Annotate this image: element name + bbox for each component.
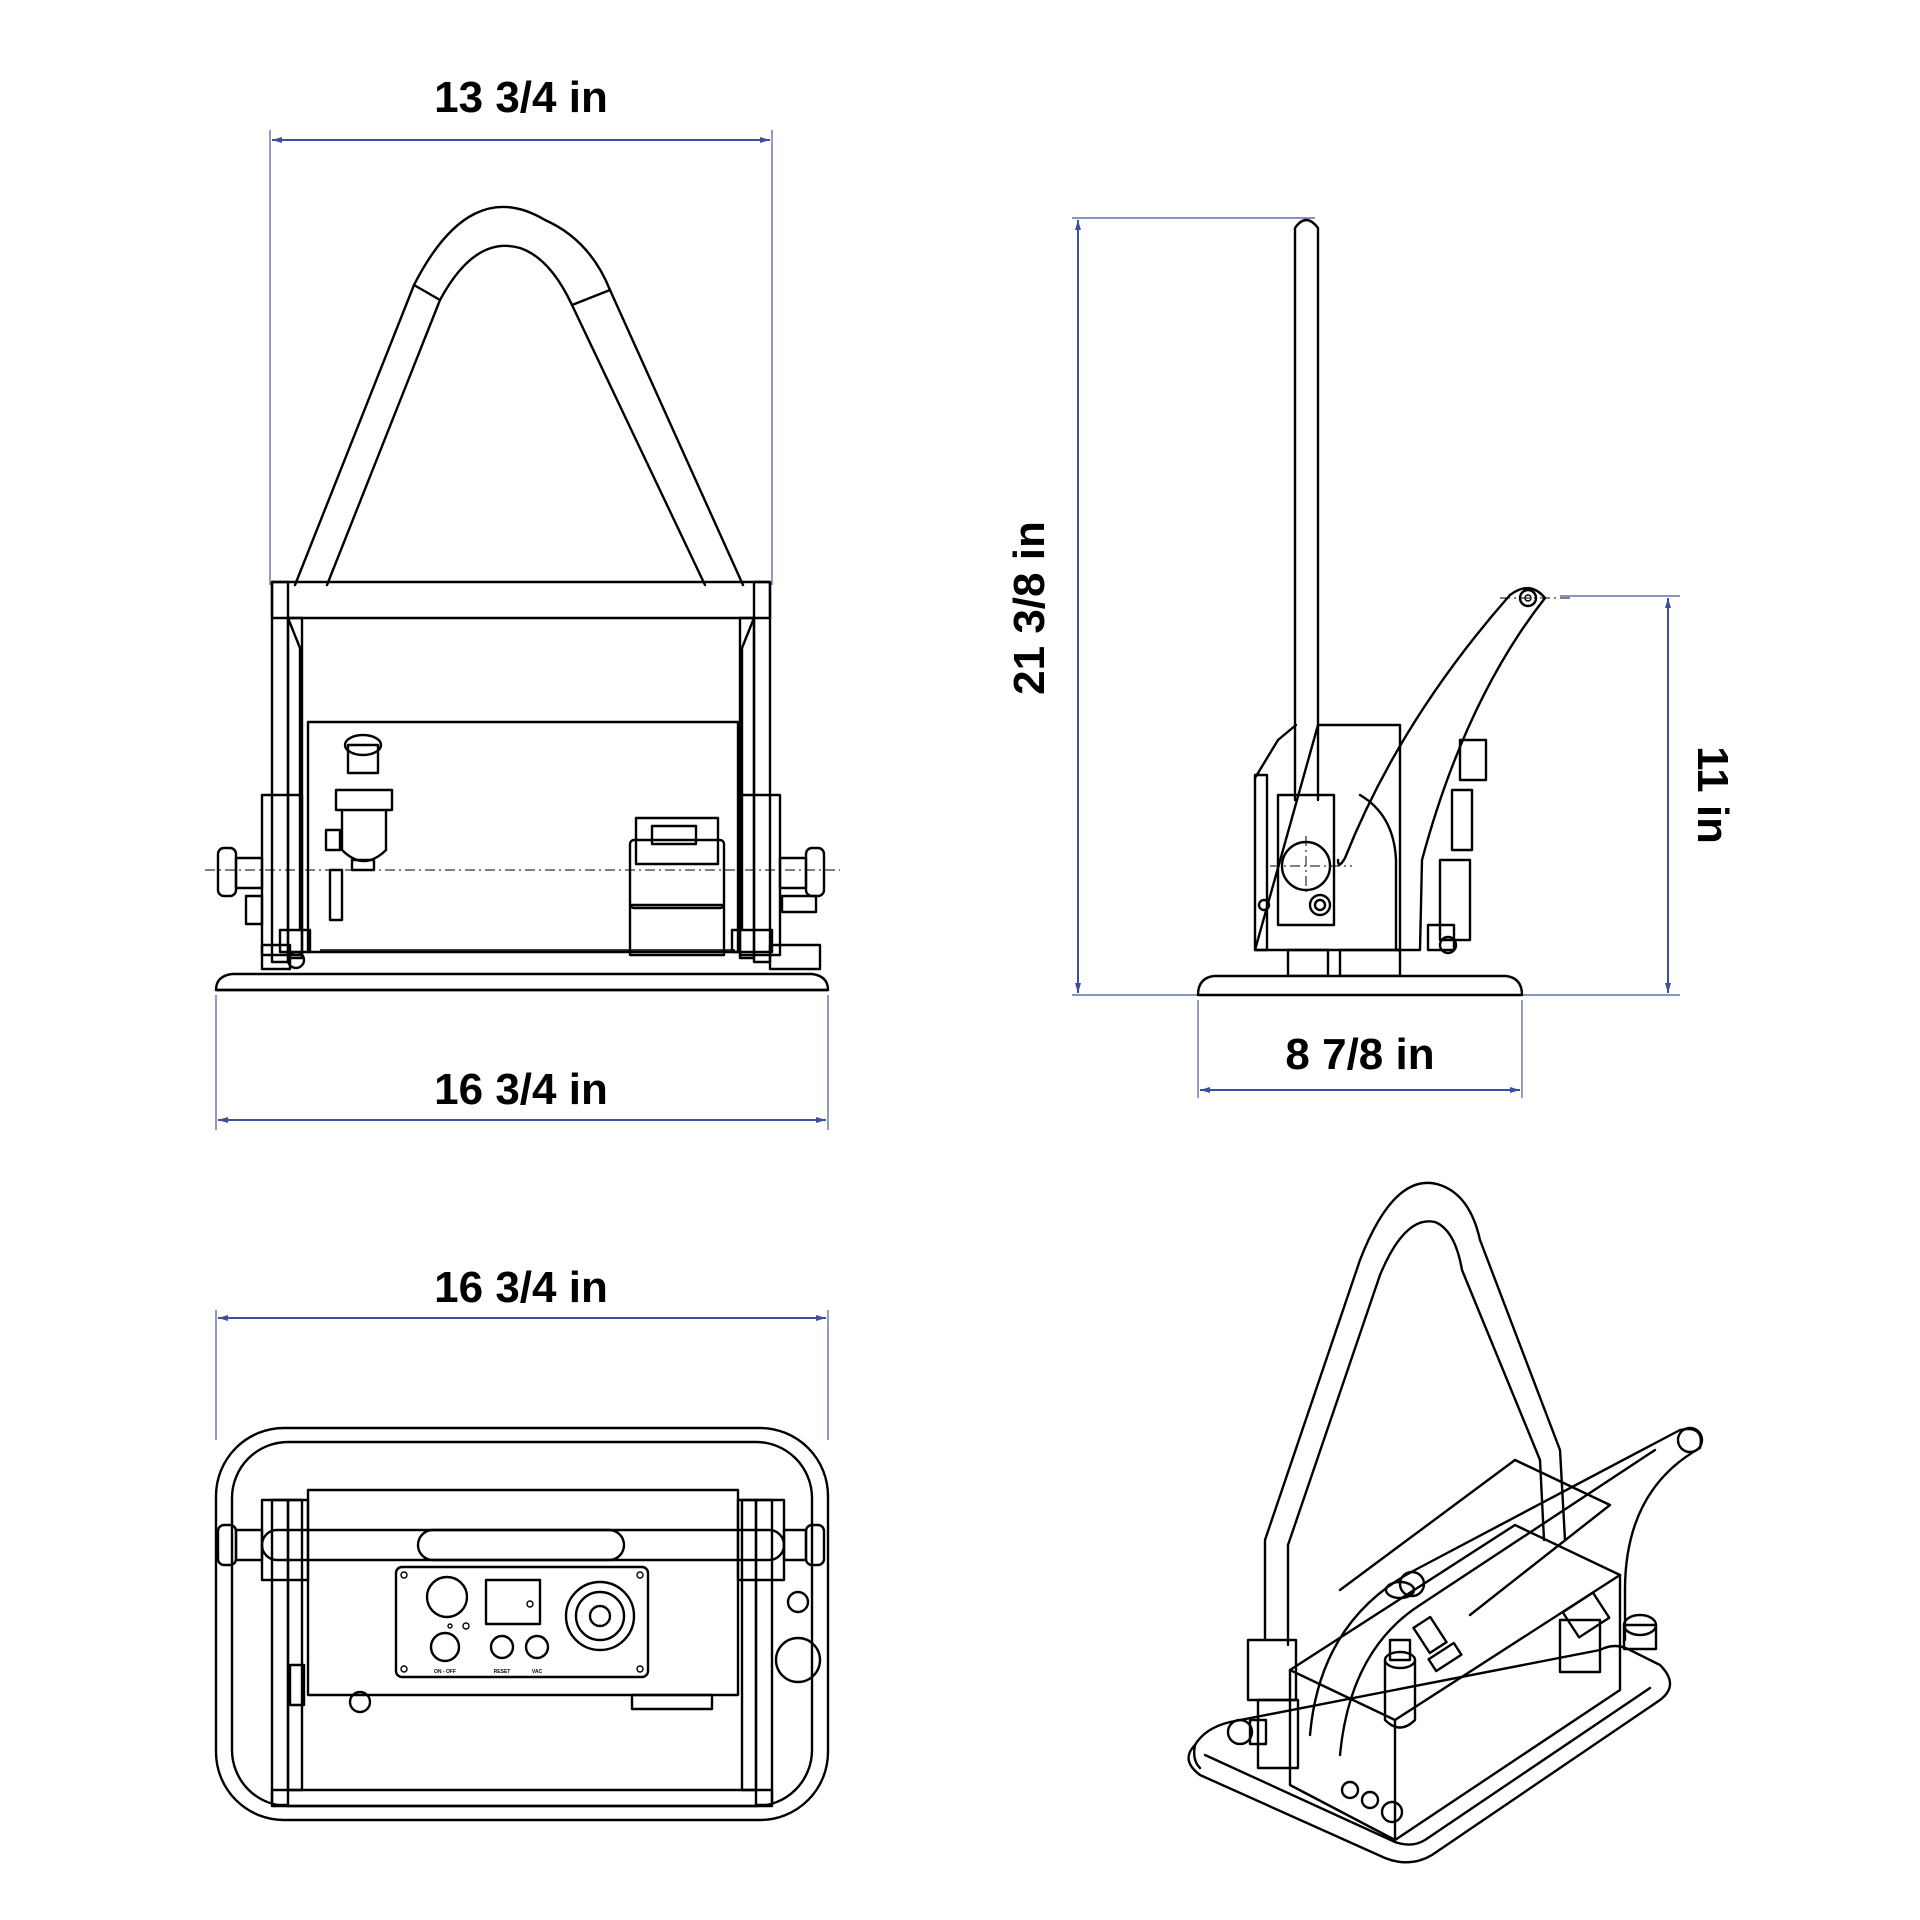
side-handle — [1293, 218, 1320, 802]
side-body — [1253, 723, 1402, 952]
front-base-width-label: 16 3/4 in — [434, 1065, 608, 1114]
inline-filter-icon — [324, 733, 394, 922]
iso-knob — [1226, 1718, 1254, 1746]
on-off-label: ON - OFF — [434, 1669, 456, 1675]
iso-body — [1288, 1523, 1622, 1842]
iso-handle — [1263, 1181, 1567, 1647]
vacuum-port — [564, 1580, 636, 1652]
front-top-width-label: 13 3/4 in — [434, 73, 608, 122]
indicator-light — [425, 1575, 469, 1619]
vacuum-gauge-icon — [484, 1578, 542, 1626]
isometric-view — [1187, 1181, 1704, 1864]
top-base-plate — [214, 1426, 830, 1822]
reset-label: RESET — [493, 1669, 511, 1675]
top-right-knob — [774, 1636, 822, 1684]
side-base-plate — [1196, 974, 1524, 997]
front-body — [306, 720, 740, 954]
on-off-switch[interactable] — [429, 1631, 461, 1663]
side-total-height-label: 21 3/8 in — [1005, 521, 1054, 695]
top-body — [306, 1488, 740, 1697]
vac-button[interactable] — [524, 1634, 550, 1660]
side-view — [1072, 217, 1680, 1098]
top-view — [214, 1310, 830, 1822]
front-right-knob — [804, 846, 826, 898]
front-crossbar — [270, 580, 772, 620]
front-right-post — [752, 580, 772, 964]
front-handle — [293, 205, 745, 587]
reset-button[interactable] — [489, 1634, 515, 1660]
side-curved-arm — [1336, 587, 1547, 952]
control-panel — [394, 1565, 650, 1679]
front-left-post — [270, 580, 290, 964]
front-base-plate — [214, 972, 830, 992]
top-width-label: 16 3/4 in — [434, 1263, 608, 1312]
battery-pack-icon — [628, 816, 726, 957]
iso-base-plate — [1187, 1644, 1672, 1864]
top-crossbar — [260, 1528, 786, 1562]
front-left-knob — [216, 846, 238, 898]
vac-label: VAC — [531, 1669, 543, 1675]
side-body-height-label: 11 in — [1688, 746, 1737, 844]
side-pivot-block — [1276, 793, 1336, 927]
side-depth-label: 8 7/8 in — [1285, 1030, 1435, 1079]
iso-curved-arm — [1308, 1427, 1702, 1757]
front-view — [205, 130, 840, 1130]
